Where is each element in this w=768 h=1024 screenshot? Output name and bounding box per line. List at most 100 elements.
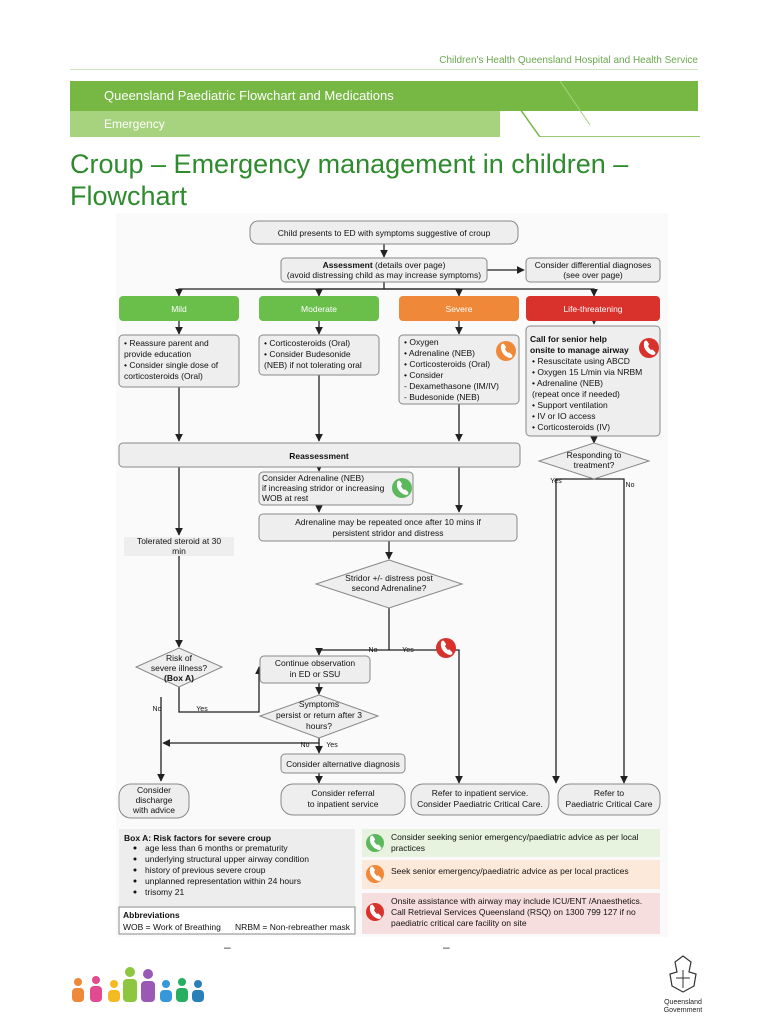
node-stridor — [314, 559, 464, 609]
severity-life-threatening — [526, 296, 660, 321]
svg-text:Tolerated steroid at 30: Tolerated steroid at 30 — [137, 536, 221, 546]
node-assessment — [280, 257, 488, 283]
svg-text:Consider alternative diagnosis: Consider alternative diagnosis — [286, 759, 400, 769]
svg-text:unplanned representation withi: unplanned representation within 24 hours — [145, 876, 301, 886]
svg-text:history of previous severe cro: history of previous severe croup — [145, 865, 266, 875]
svg-text:corticosteroids (Oral): corticosteroids (Oral) — [124, 371, 203, 381]
svg-text:Consider Paediatric Critical C: Consider Paediatric Critical Care. — [417, 799, 543, 809]
svg-text:min: min — [172, 546, 186, 556]
svg-text:discharge: discharge — [136, 795, 173, 805]
svg-text:Continue observation: Continue observation — [275, 658, 356, 668]
svg-text:Moderate: Moderate — [301, 304, 337, 314]
svg-text:Call Retrieval Services Queens: Call Retrieval Services Queensland (RSQ)… — [391, 907, 636, 917]
svg-text:treatment?: treatment? — [574, 460, 615, 470]
svg-text:• Consider single dose of: • Consider single dose of — [124, 360, 219, 370]
svg-text:Consider referral: Consider referral — [311, 788, 374, 798]
svg-text:onsite to manage airway: onsite to manage airway — [530, 345, 629, 355]
svg-text:Mild: Mild — [171, 304, 187, 314]
svg-text:Responding to: Responding to — [567, 450, 622, 460]
svg-text:persistent stridor and distres: persistent stridor and distress — [332, 528, 443, 538]
svg-text:severe illness?: severe illness? — [151, 663, 207, 673]
header-bar-title: Queensland Paediatric Flowchart and Medi… — [70, 81, 698, 111]
node-severe-actions — [398, 334, 520, 405]
svg-text:• Resuscitate using ABCD: • Resuscitate using ABCD — [532, 356, 630, 366]
arrow-stridor-yes — [389, 649, 463, 784]
svg-text:(avoid distressing child as ma: (avoid distressing child as may increase… — [287, 270, 481, 280]
queensland-government-crest-logo: Queensland Government — [664, 955, 703, 1014]
svg-text:• Reassure parent and: • Reassure parent and — [124, 338, 209, 348]
svg-text:• Oxygen: • Oxygen — [404, 337, 439, 347]
svg-text:WOB = Work of Breathing N: WOB = Work of Breathing NRBM = Non-rebre… — [123, 922, 351, 932]
node-tolerated-steroid — [124, 537, 234, 556]
node-reassessment — [118, 442, 521, 468]
svg-text:• Corticosteroids (Oral): • Corticosteroids (Oral) — [264, 338, 350, 348]
svg-text:Abbreviations: Abbreviations — [123, 910, 180, 920]
svg-text:Stridor +/- distress post: Stridor +/- distress post — [345, 573, 433, 583]
svg-text:Life-threatening: Life-threatening — [563, 304, 622, 314]
arrow-stridor-no — [315, 608, 390, 656]
svg-text:Yes: Yes — [550, 478, 562, 485]
svg-text:No: No — [153, 706, 162, 713]
page-title: Croup – Emergency management in children… — [70, 149, 629, 211]
svg-text:Consider: Consider — [137, 785, 171, 795]
svg-text:• Adrenaline (NEB): • Adrenaline (NEB) — [532, 378, 603, 388]
svg-text:Queensland: Queensland — [664, 999, 702, 1006]
croup-flowchart: Child presents to ED with symptoms sugge… — [116, 213, 668, 937]
svg-text:provide education: provide education — [124, 349, 191, 359]
node-life-actions — [525, 325, 661, 437]
svg-text:Consider Adrenaline (NEB): Consider Adrenaline (NEB) — [262, 473, 364, 483]
arrow-risk-yes — [178, 666, 263, 713]
severity-mild — [119, 296, 239, 321]
svg-text:Severe: Severe — [446, 304, 473, 314]
svg-text:(see over page): (see over page) — [563, 270, 623, 280]
svg-text:Yes: Yes — [196, 706, 208, 713]
svg-text:if increasing stridor or incre: if increasing stridor or increasing — [262, 483, 385, 493]
svg-text:trisomy 21: trisomy 21 — [145, 887, 184, 897]
svg-text:Risk of: Risk of — [166, 653, 193, 663]
svg-text:Seek senior emergency/paediatr: Seek senior emergency/paediatric advice … — [391, 866, 629, 876]
legend-red — [362, 893, 660, 934]
node-responding — [537, 442, 651, 480]
svg-text:No: No — [369, 647, 378, 654]
svg-text:Symptoms: Symptoms — [299, 699, 339, 709]
node-refer-picc — [557, 783, 661, 816]
svg-text:• Consider Budesonide: • Consider Budesonide — [264, 349, 351, 359]
footer-dash-right: – — [443, 940, 450, 954]
svg-text:• Consider: • Consider — [404, 370, 444, 380]
node-continue-observation — [259, 655, 371, 684]
svg-text:Adrenaline may be repeated onc: Adrenaline may be repeated once after 10… — [295, 517, 481, 527]
svg-text:• Corticosteroids (Oral): • Corticosteroids (Oral) — [404, 359, 490, 369]
arrow-to-life — [384, 288, 598, 297]
svg-text:Call for senior help: Call for senior help — [530, 334, 607, 344]
header-rule — [70, 69, 698, 70]
node-consider-adrenaline — [258, 471, 414, 506]
arrow-to-moderate — [315, 288, 384, 297]
svg-text:- Dexamethasone (IM/IV): - Dexamethasone (IM/IV) — [404, 381, 499, 391]
svg-text:Refer to inpatient service.: Refer to inpatient service. — [432, 788, 528, 798]
svg-text:practices: practices — [391, 843, 425, 853]
svg-text:second Adrenaline?: second Adrenaline? — [352, 583, 427, 593]
svg-text:• IV or IO access: • IV or IO access — [532, 411, 595, 421]
svg-text:WOB at rest: WOB at rest — [262, 493, 309, 503]
node-consider-referral — [280, 783, 406, 816]
svg-text:No: No — [301, 742, 310, 749]
header-chevron-decoration — [500, 81, 700, 137]
node-adrenaline-repeat — [258, 513, 518, 542]
svg-text:underlying structural upper ai: underlying structural upper airway condi… — [145, 854, 309, 864]
arrow-symptoms-no — [162, 738, 320, 747]
legend-green — [362, 829, 660, 857]
svg-text:Yes: Yes — [326, 742, 338, 749]
box-a — [119, 829, 355, 906]
svg-text:- Budesonide (NEB): - Budesonide (NEB) — [404, 392, 480, 402]
node-assessment-text: Assessment (details over page) — [323, 260, 446, 270]
svg-text:Government: Government — [664, 1007, 703, 1014]
node-discharge — [118, 783, 190, 819]
node-refer-inpatient — [410, 783, 550, 816]
legend-orange — [362, 860, 660, 889]
node-alternative-diagnosis — [280, 753, 406, 774]
svg-text:Onsite assistance with airway: Onsite assistance with airway may includ… — [391, 896, 642, 906]
svg-text:Refer to: Refer to — [594, 788, 625, 798]
svg-text:(repeat once if needed): (repeat once if needed) — [532, 389, 620, 399]
svg-text:• Corticosteroids (IV): • Corticosteroids (IV) — [532, 422, 610, 432]
node-differential — [525, 257, 661, 283]
